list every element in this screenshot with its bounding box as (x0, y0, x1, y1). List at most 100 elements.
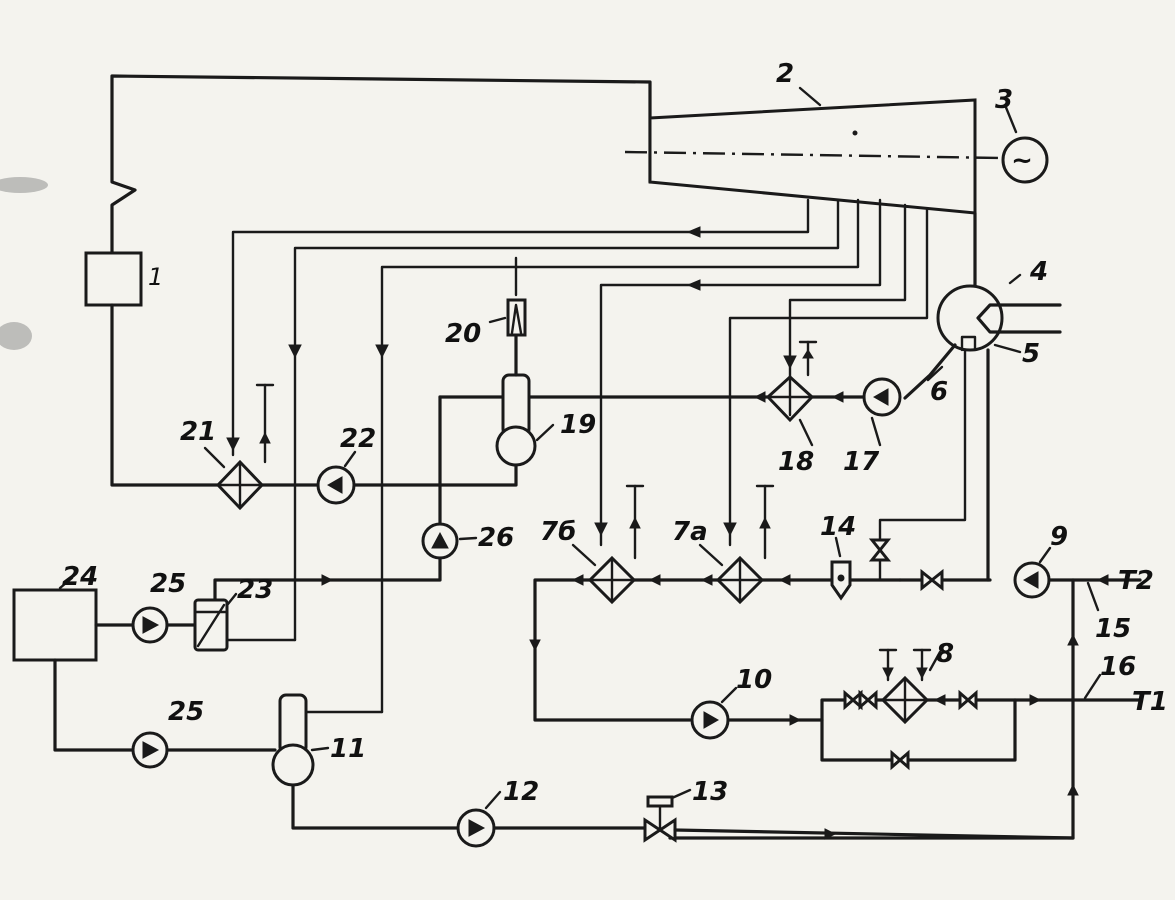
flow-arrow (629, 516, 641, 529)
boiler-1 (84, 251, 143, 307)
generator-3 (1001, 136, 1049, 184)
flow-arrow (1067, 633, 1079, 646)
extraction-lines (231, 198, 929, 714)
leader-6 (926, 365, 944, 382)
flow-arrow (700, 574, 713, 586)
label-7b: 7б (540, 517, 576, 547)
valve-vertical-bottom (868, 547, 892, 562)
leader-24 (58, 576, 74, 590)
label-11: 11 (330, 734, 366, 764)
flow-arrow-t2 (1096, 574, 1109, 586)
label-7a: 7а (672, 517, 708, 547)
flow-arrow (882, 667, 894, 680)
leader-26 (458, 536, 478, 541)
flow-arrow (571, 574, 584, 586)
label-1: 1 (148, 263, 163, 291)
leader-7a (698, 543, 724, 567)
label-23: 23 (237, 575, 273, 605)
label-10: 10 (736, 665, 772, 695)
valve-vertical-top (868, 538, 892, 553)
main-steam-line (110, 74, 652, 255)
line-13-makeup (673, 828, 1075, 840)
label-13: 13 (692, 777, 728, 807)
label-3: 3 (995, 85, 1013, 115)
leader-22 (343, 450, 357, 468)
tank-24 (12, 588, 98, 662)
turbine-dot (852, 130, 858, 136)
pump-26-arrow (431, 531, 449, 549)
label-5: 5 (1022, 339, 1040, 369)
peak-loop-valves (843, 689, 978, 771)
condenser-hotwell-5 (960, 335, 977, 352)
deaerator-19-tank (495, 425, 537, 467)
line-11-12 (291, 783, 460, 830)
heater-18 (765, 374, 815, 423)
vent-cooler-20-mark (510, 303, 523, 335)
heater-7a (715, 555, 765, 605)
leader-17 (870, 416, 882, 447)
flow-arrow (259, 431, 271, 444)
cooling-water-5 (976, 303, 1062, 334)
pump-12-arrow (468, 819, 486, 837)
feed-line-19-22 (353, 463, 518, 487)
label-12: 12 (503, 777, 539, 807)
condenser-4 (936, 284, 1004, 352)
flow-arrow (933, 694, 946, 706)
pump-22-arrow (326, 476, 343, 494)
label-24: 24 (62, 562, 98, 592)
leader-4 (1008, 273, 1022, 285)
valve-main-right (929, 568, 944, 592)
scan-smudge (0, 177, 48, 193)
valve-main-left (920, 568, 935, 592)
flow-arrow (753, 391, 766, 403)
leader-5 (993, 343, 1022, 354)
flow-arrow (802, 349, 814, 359)
flow-arrows-extraction (226, 226, 797, 537)
pump-10-arrow (703, 711, 720, 729)
leader-23 (226, 592, 238, 606)
leader-9 (1038, 546, 1052, 564)
labels: 1 2 3 4 5 6 7а 7б 8 9 10 11 12 13 14 15 … (62, 59, 1168, 807)
turbine-2 (648, 98, 977, 215)
label-t2: T2 (1118, 566, 1154, 596)
flow-arrow (529, 639, 541, 652)
condensate-line-6 (903, 343, 957, 400)
makeup-vertical (668, 578, 1075, 840)
pump-17-arrow (872, 388, 889, 406)
regulating-valve-13 (643, 795, 677, 843)
label-9: 9 (1050, 522, 1068, 552)
label-6: 6 (930, 377, 948, 407)
flow-arrow (778, 574, 791, 586)
flow-arrow (648, 574, 661, 586)
label-t1: T1 (1132, 687, 1168, 717)
leader-8 (928, 650, 942, 672)
flow-arrow (321, 574, 334, 586)
flow-arrow (759, 516, 771, 529)
filter-14-dot (837, 574, 845, 582)
label-21: 21 (180, 417, 216, 447)
peak-heater-loop (820, 698, 1017, 762)
pump-25b-arrow (142, 741, 160, 759)
pump-25a-arrow (142, 616, 160, 634)
leader-19 (535, 423, 555, 442)
deaerator-11-tank (271, 743, 315, 787)
turbine-shaft (624, 150, 1001, 160)
heater-21 (215, 459, 265, 511)
label-25b: 25 (168, 697, 204, 727)
label-18: 18 (778, 447, 814, 477)
label-26: 26 (478, 523, 514, 553)
label-22: 22 (340, 424, 376, 454)
flow-arrow (824, 828, 837, 840)
label-14: 14 (820, 512, 856, 542)
leader-14 (834, 536, 842, 558)
pump-9-arrow (1022, 571, 1039, 589)
flow-arrow (831, 391, 844, 403)
label-19: 19 (560, 410, 596, 440)
leader-12 (484, 790, 502, 810)
label-8: 8 (936, 639, 954, 669)
leader-20 (488, 316, 507, 324)
flow-arrow (789, 714, 802, 726)
heater-7b (587, 555, 637, 605)
label-15: 15 (1095, 614, 1131, 644)
